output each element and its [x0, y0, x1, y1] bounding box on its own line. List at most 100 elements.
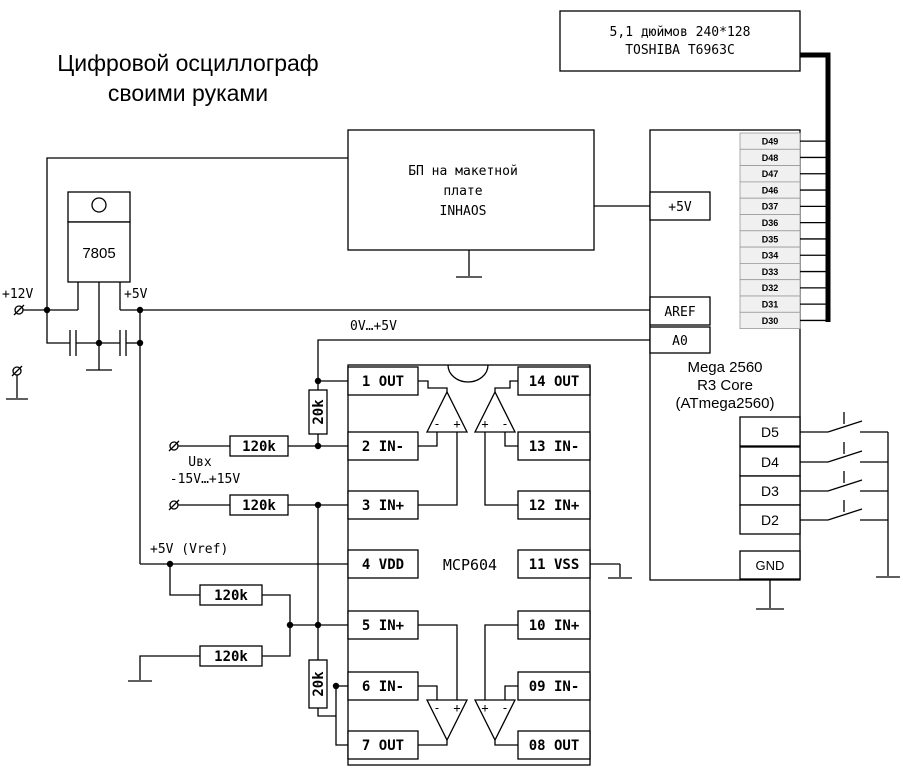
button-pin-label: D4 [761, 454, 779, 470]
svg-text:A0: A0 [672, 334, 688, 349]
data-pin-d46: D46 [739, 181, 828, 199]
svg-text:+: + [481, 701, 488, 715]
pin-label: 10 IN+ [529, 618, 580, 634]
data-pin-label: D47 [762, 169, 779, 179]
arduino-pin-a0: A0 [649, 326, 711, 354]
arduino-pin-gnd: GND [739, 550, 801, 580]
arduino-ground-symbol [756, 580, 784, 610]
svg-text:-: - [433, 701, 440, 715]
data-pin-label: D33 [762, 267, 779, 277]
button-pin-label: D3 [761, 483, 779, 499]
psu-line-3: INHAOS [440, 204, 487, 219]
data-pin-d37: D37 [739, 197, 828, 215]
opamp-b: - + [418, 624, 469, 746]
mcp604-pin-left-7: 7 OUT [347, 730, 419, 760]
pin-label: 6 IN- [362, 679, 404, 695]
opamp-d: + - [473, 380, 518, 506]
data-pin-d30: D30 [739, 311, 828, 329]
button-pin-d2: D2 [739, 504, 801, 535]
opamp-a: - + [418, 380, 469, 506]
regulator-label: 7805 [82, 245, 115, 262]
mcp604-pin-right-6: 09 IN- [517, 671, 591, 701]
button-pin-d5: D5 [739, 416, 801, 447]
input-uin: Uвх -15V…+15V 120k [168, 435, 348, 487]
psu-line-1: БП на макетной [408, 164, 518, 179]
regulator-7805: 7805 [67, 191, 131, 370]
button-pin-label: D2 [761, 512, 779, 528]
data-pin-label: D37 [762, 202, 779, 212]
button-pin-d4: D4 [739, 446, 801, 477]
svg-text:GND: GND [756, 558, 785, 573]
input-in-plus: 120k [168, 494, 348, 629]
pin-label: 11 VSS [529, 557, 580, 573]
pin-label: 5 IN+ [362, 618, 404, 634]
lcd-line-2: TOSHIBA T6963C [625, 43, 735, 58]
data-pin-label: D30 [762, 316, 779, 326]
title-line-1: Цифровой осциллограф [57, 50, 318, 76]
svg-text:+5V: +5V [668, 200, 692, 215]
svg-text:20k: 20k [311, 671, 327, 697]
psu-line-2: плате [443, 184, 482, 199]
mcp604-pin-left-3: 3 IN+ [347, 490, 419, 520]
pin-label: 3 IN+ [362, 498, 404, 514]
mcp604-pin-right-2: 13 IN- [517, 431, 591, 461]
pin-label: 12 IN+ [529, 498, 580, 514]
data-pin-label: D46 [762, 185, 779, 195]
button-pin-label: D5 [761, 424, 779, 440]
data-pin-label: D48 [762, 153, 779, 163]
mcp604-pin-right-1: 14 OUT [517, 366, 591, 396]
svg-text:+: + [453, 701, 460, 715]
svg-text:+: + [453, 417, 460, 431]
button-pin-d3: D3 [739, 475, 801, 506]
arduino-line-1: Mega 2560 [687, 359, 762, 376]
psu-ground-symbol [456, 250, 482, 278]
arduino-pin-aref: AREF [649, 296, 711, 326]
title-line-2: своими руками [108, 80, 268, 106]
pin-label: 4 VDD [362, 557, 404, 573]
svg-text:AREF: AREF [664, 305, 695, 320]
data-pin-label: D35 [762, 234, 779, 244]
resistor-feedback-2: 20k [308, 625, 348, 746]
arduino-line-3: (ATmega2560) [676, 395, 775, 412]
lcd-display: 5,1 дюймов 240*128 TOSHIBA T6963C [559, 10, 801, 72]
svg-text:-: - [501, 701, 508, 715]
mcp604-right-pins: 14 OUT 13 IN- 12 IN+ 11 VSS 10 IN+ 09 IN- 08 O… [517, 366, 591, 760]
data-pin-d49: D49 [739, 132, 828, 150]
arduino-line-2: R3 Core [697, 377, 753, 394]
svg-text:20k: 20k [311, 399, 327, 425]
pin-label: 09 IN- [529, 679, 580, 695]
data-pin-label: D31 [762, 300, 779, 310]
data-pin-d34: D34 [739, 246, 828, 264]
mcp604-pin-right-5: 10 IN+ [517, 610, 591, 640]
label-12v: +12V [2, 287, 33, 302]
mcp604-pin-left-2: 2 IN- [347, 431, 419, 461]
lcd-data-bus [800, 52, 831, 322]
pin-label: 14 OUT [529, 374, 580, 390]
vref-divider: 120k 120k [128, 564, 348, 682]
data-pin-d47: D47 [739, 165, 828, 183]
mcp604-left-pins: 1 OUT 2 IN- 3 IN+ 4 VDD 5 IN+ 6 IN- 7 OUT [347, 366, 419, 760]
mcp604-pin-right-4: 11 VSS [517, 549, 591, 579]
push-buttons [800, 412, 900, 578]
mcp604-pin-right-7: 08 OUT [517, 730, 591, 760]
mcp604-pin-left-1: 1 OUT [347, 366, 419, 396]
lcd-line-1: 5,1 дюймов 240*128 [610, 25, 751, 40]
label-range-0-5: 0V…+5V [350, 319, 397, 334]
label-uin: Uвх [188, 455, 212, 470]
data-pin-d32: D32 [739, 279, 828, 297]
svg-text:120k: 120k [242, 498, 276, 514]
svg-text:120k: 120k [214, 588, 248, 604]
data-pin-label: D49 [762, 137, 779, 147]
pin-label: 1 OUT [362, 374, 404, 390]
svg-text:120k: 120k [214, 649, 248, 665]
opamp-c: + - [473, 624, 518, 746]
data-pin-d48: D48 [739, 148, 828, 167]
pin-label: 08 OUT [529, 738, 580, 754]
pin-label: 7 OUT [362, 738, 404, 754]
capacitors [46, 310, 144, 356]
resistor-feedback-1: 20k [308, 377, 348, 450]
mcp604-pin-left-5: 5 IN+ [347, 610, 419, 640]
svg-text:+: + [481, 417, 488, 431]
